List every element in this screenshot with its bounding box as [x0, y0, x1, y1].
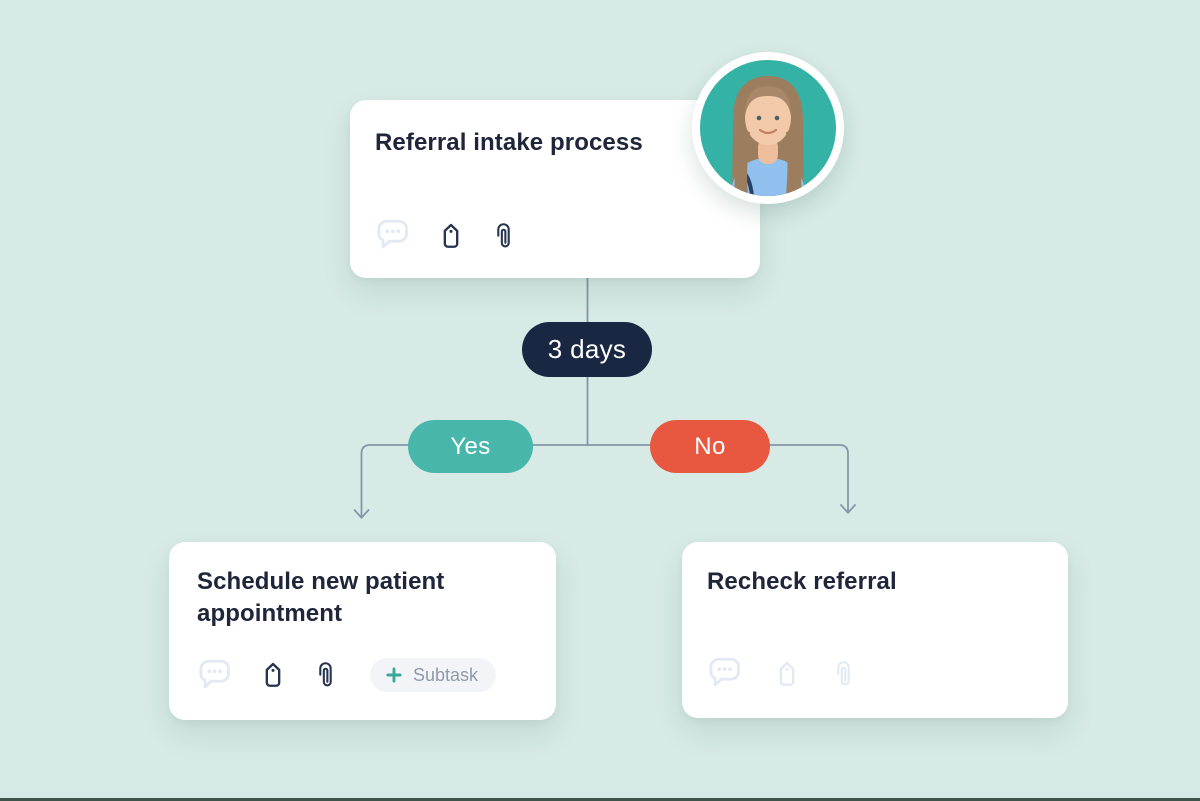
assignee-avatar[interactable]: [692, 52, 844, 204]
bottom-edge-bar: [0, 798, 1200, 801]
task-title: Referral intake process: [375, 129, 643, 156]
task-title: Recheck referral: [707, 568, 897, 595]
condition-pill[interactable]: 3 days: [522, 322, 652, 377]
branch-pill-no[interactable]: No: [650, 420, 770, 473]
task-card-schedule-appointment[interactable]: Schedule new patient appointment Subtask: [169, 542, 556, 720]
comment-icon[interactable]: [707, 657, 743, 690]
add-subtask-button[interactable]: Subtask: [370, 658, 497, 692]
task-card-recheck-referral[interactable]: Recheck referral: [682, 542, 1068, 718]
comment-icon[interactable]: [375, 219, 411, 252]
paperclip-icon[interactable]: [491, 221, 516, 251]
branch-pill-yes[interactable]: Yes: [408, 420, 533, 473]
task-icon-row: Subtask: [197, 658, 530, 692]
arrow-down-icon: [840, 504, 856, 514]
subtask-label: Subtask: [413, 664, 479, 685]
tag-icon[interactable]: [773, 660, 801, 688]
task-title: Schedule new patient appointment: [197, 568, 445, 627]
task-card-referral-intake[interactable]: Referral intake process: [350, 100, 760, 278]
arrow-down-icon: [353, 509, 370, 519]
task-icon-row: [707, 657, 1042, 690]
tag-icon[interactable]: [259, 661, 287, 689]
plus-icon: [385, 666, 403, 684]
paperclip-icon[interactable]: [831, 659, 856, 689]
task-icon-row: [375, 219, 734, 252]
comment-icon[interactable]: [197, 659, 233, 692]
paperclip-icon[interactable]: [313, 660, 338, 690]
assignee-photo: [700, 60, 836, 196]
tag-icon[interactable]: [437, 222, 465, 250]
